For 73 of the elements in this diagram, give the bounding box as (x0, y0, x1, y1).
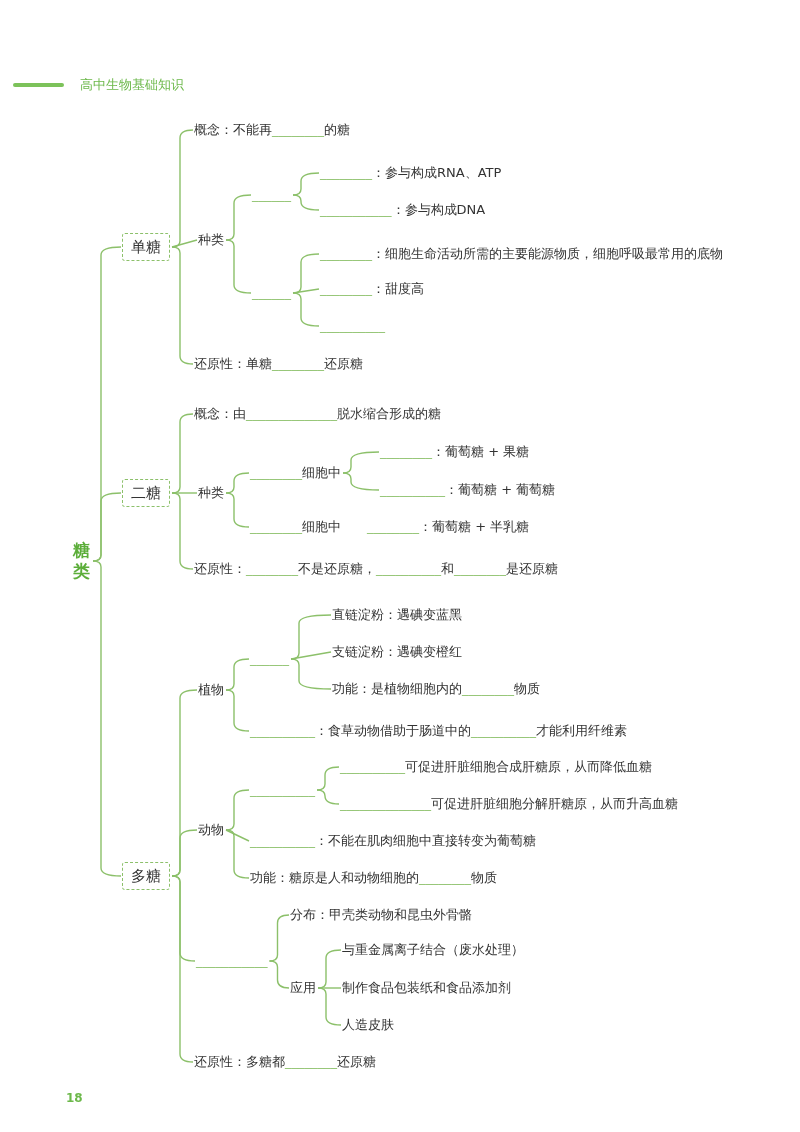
brace-connector (171, 239, 198, 248)
branch-text: __________：食草动物借助于肠道中的__________才能利用纤维素 (250, 722, 627, 740)
category-box: 二糖 (122, 479, 170, 507)
fill-in-line: ___________ (196, 952, 268, 970)
branch-text: 概念：由______________脱水缩合形成的糖 (194, 405, 441, 423)
branch-text: ________：葡萄糖 + 果糖 (380, 443, 530, 461)
branch-text: 还原性：多糖都________还原糖 (194, 1053, 376, 1071)
brace-connector (92, 492, 122, 562)
branch-text: ________：甜度高 (320, 280, 424, 298)
brace-connector (171, 246, 194, 365)
branch-text: 功能：糖原是人和动物细胞的________物质 (250, 869, 497, 887)
brace-connector (225, 829, 250, 879)
branch-text: 应用 (290, 979, 316, 997)
branch-text: 还原性：单糖________还原糖 (194, 355, 363, 373)
brace-connector (316, 766, 340, 791)
brace-connector (292, 172, 320, 196)
brace-connector (292, 292, 320, 327)
brace-connector (171, 492, 198, 494)
page-number: 18 (66, 1090, 83, 1107)
brace-connector (225, 239, 252, 294)
branch-text: 还原性：________不是还原糖，__________和________是还原糖 (194, 560, 558, 578)
brace-connector (317, 987, 342, 1026)
brace-connector (342, 472, 380, 491)
brace-connector (171, 829, 198, 877)
brace-connector (290, 658, 332, 690)
brace-connector (225, 689, 250, 732)
branch-text: ______________可促进肝脏细胞分解肝糖原，从而升高血糖 (340, 795, 678, 813)
branch-text: 动物 (198, 821, 224, 839)
branch-text: 植物 (198, 681, 224, 699)
branch-text: 制作食品包装纸和食品添加剂 (342, 979, 511, 997)
branch-text: ________：参与构成RNA、ATP (320, 164, 502, 182)
branch-text: 功能：是植物细胞内的________物质 (332, 680, 540, 698)
brace-connector (171, 875, 194, 1063)
branch-text: ________细胞中 (250, 464, 341, 482)
fill-in-line: ______ (250, 650, 289, 668)
branch-text: __________：不能在肌肉细胞中直接转变为葡萄糖 (250, 832, 536, 850)
branch-text: 概念：不能再________的糖 (194, 121, 350, 139)
branch-text: 种类 (198, 231, 224, 249)
fill-in-line: ______ (252, 284, 291, 302)
brace-connector (290, 651, 332, 660)
branch-text: __________可促进肝脏细胞合成肝糖原，从而降低血糖 (340, 758, 652, 776)
branch-text: 人造皮肤 (342, 1016, 394, 1034)
branch-text: ___________：参与构成DNA (320, 201, 486, 219)
brace-connector (342, 451, 380, 474)
brace-connector (317, 987, 342, 989)
category-box: 单糖 (122, 233, 170, 261)
branch-text: ________细胞中 ________：葡萄糖 + 半乳糖 (250, 518, 530, 536)
branch-text: 直链淀粉：遇碘变蓝黑 (332, 606, 462, 624)
fill-in-line: __________ (320, 317, 385, 335)
brace-connector (225, 472, 250, 494)
brace-connector (92, 560, 122, 877)
fill-in-line: ______ (252, 186, 291, 204)
branch-text: 支链淀粉：遇碘变橙红 (332, 643, 462, 661)
branch-text: 与重金属离子结合（废水处理） (342, 941, 524, 959)
brace-connector (225, 829, 250, 842)
fill-in-line: __________ (250, 781, 315, 799)
brace-connector (268, 960, 290, 989)
branch-text: ________：细胞生命活动所需的主要能源物质，细胞呼吸最常用的底物 (320, 245, 723, 263)
category-box: 多糖 (122, 862, 170, 890)
branch-text: 分布：甲壳类动物和昆虫外骨骼 (290, 906, 472, 924)
brace-connector (225, 492, 250, 528)
brace-connector (225, 789, 250, 831)
branch-text: 种类 (198, 484, 224, 502)
branch-text: __________：葡萄糖 + 葡萄糖 (380, 481, 556, 499)
header-title: 高中生物基础知识 (80, 76, 184, 94)
brace-connector (225, 658, 250, 691)
brace-connector (171, 492, 194, 570)
brace-connector (268, 914, 290, 962)
topic-label: 糖类 (73, 540, 91, 582)
brace-connector (292, 194, 320, 211)
brace-connector (292, 288, 320, 294)
brace-connector (225, 194, 252, 241)
brace-connector (316, 789, 340, 805)
